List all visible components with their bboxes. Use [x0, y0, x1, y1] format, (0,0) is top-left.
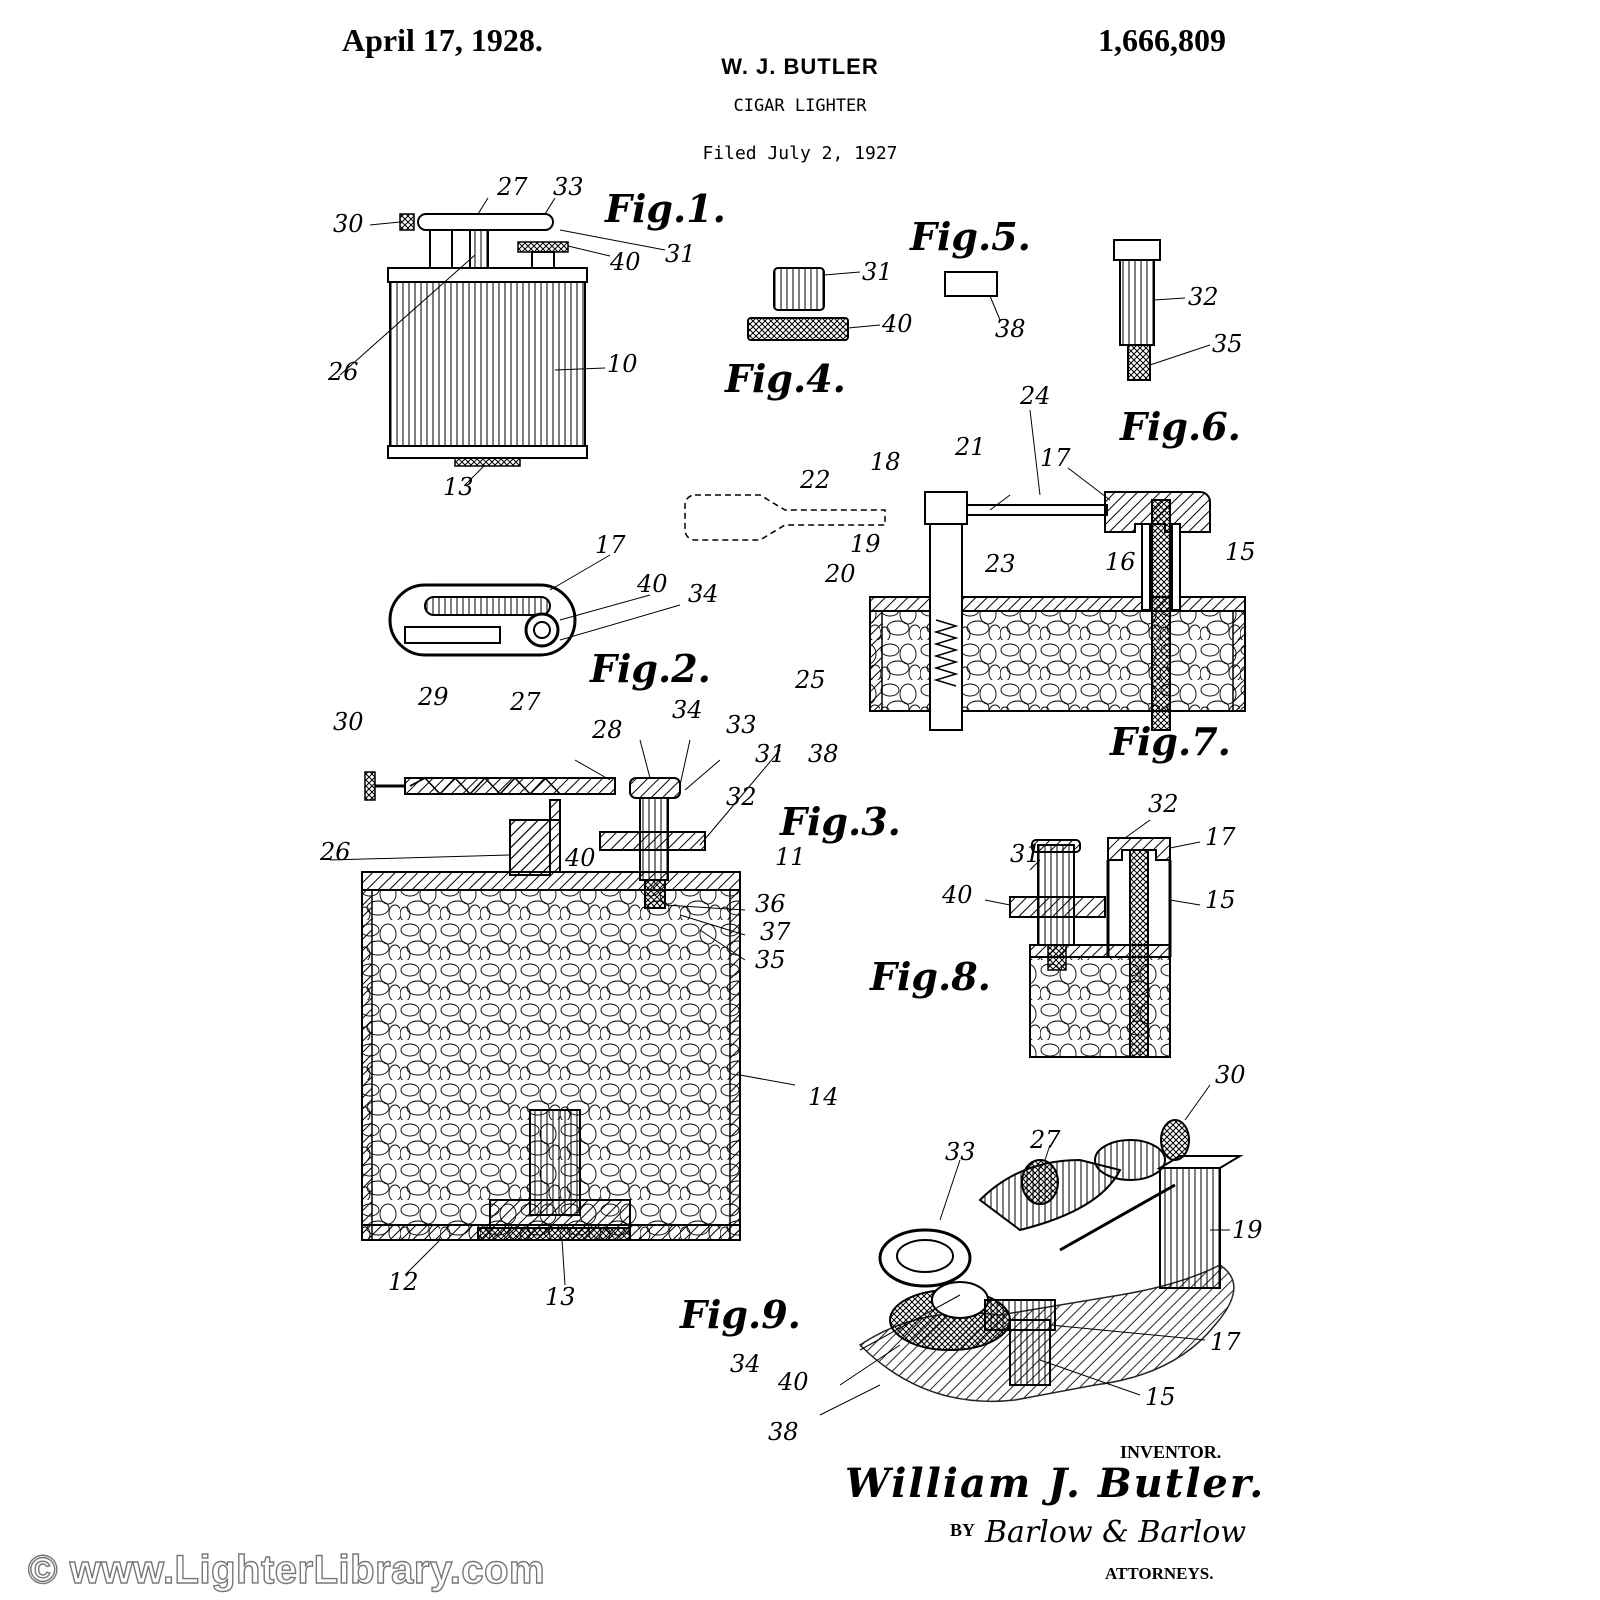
inventor-label: INVENTOR. — [1120, 1442, 1222, 1462]
ref-14-fig3: 14 — [808, 1083, 839, 1111]
ref-31-fig8: 31 — [1010, 840, 1041, 868]
ref-10-fig1: 10 — [607, 350, 638, 378]
ref-31-fig4: 31 — [862, 258, 893, 286]
fig5-drawing — [944, 271, 1001, 321]
fig4-drawing — [747, 267, 881, 341]
fig3-drawing — [329, 739, 796, 1286]
ref-40-fig3: 40 — [564, 844, 596, 872]
ref-32-fig3: 32 — [726, 783, 757, 811]
ref-31-fig3: 31 — [755, 740, 786, 768]
ref-35-fig3: 35 — [755, 946, 786, 974]
ref-33-fig3: 33 — [726, 711, 757, 739]
ref-29-fig3: 29 — [417, 683, 449, 711]
ref-17-fig2: 17 — [595, 531, 626, 559]
ref-37-fig3: 37 — [760, 918, 791, 946]
fig1-drawing — [339, 197, 666, 486]
ref-27-fig3: 27 — [509, 688, 541, 716]
ref-40-fig8: 40 — [941, 881, 973, 909]
ref-34-fig2: 34 — [688, 580, 719, 608]
ref-18-fig7: 18 — [870, 448, 901, 476]
fig8-drawing — [984, 819, 1201, 1058]
ref-25-fig7: 25 — [794, 666, 826, 694]
fig2-drawing — [388, 554, 681, 657]
by-label: BY — [950, 1520, 976, 1540]
fig6-label: Fig.6. — [1119, 404, 1241, 449]
inventor-name-header: W. J. BUTLER — [721, 54, 879, 79]
ref-11-fig3: 11 — [775, 843, 806, 871]
ref-24-fig7: 24 — [1019, 382, 1051, 410]
fig4-label: Fig.4. — [724, 356, 846, 401]
ref-32-fig6: 32 — [1188, 283, 1219, 311]
patent-title: CIGAR LIGHTER — [733, 96, 867, 116]
ref-35-fig6: 35 — [1212, 330, 1243, 358]
ref-26-fig3: 26 — [319, 838, 351, 866]
ref-17-fig8: 17 — [1205, 823, 1236, 851]
ref-15-fig7: 15 — [1225, 538, 1256, 566]
ref-40-fig9: 40 — [777, 1368, 809, 1396]
ref-40-fig2: 40 — [636, 570, 668, 598]
ref-30-fig1: 30 — [333, 210, 364, 238]
ref-17-fig9: 17 — [1210, 1328, 1241, 1356]
ref-33-fig9: 33 — [945, 1138, 976, 1166]
fig3-label: Fig.3. — [779, 799, 901, 844]
ref-13-fig1: 13 — [443, 473, 474, 501]
fig7-drawing — [684, 409, 1246, 731]
ref-38-fig9: 38 — [768, 1418, 799, 1446]
ref-38-fig5: 38 — [995, 315, 1026, 343]
ref-34-fig3: 34 — [672, 696, 703, 724]
ref-40-fig4: 40 — [881, 310, 913, 338]
fig2-label: Fig.2. — [589, 646, 711, 691]
ref-15-fig8: 15 — [1205, 886, 1236, 914]
patent-date: April 17, 1928. — [342, 22, 543, 58]
watermark-text: © www.LighterLibrary.com — [27, 1547, 546, 1592]
ref-23-fig7: 23 — [984, 550, 1016, 578]
attorneys-label: ATTORNEYS. — [1105, 1564, 1214, 1583]
ref-13-fig3: 13 — [545, 1283, 576, 1311]
ref-20-fig7: 20 — [824, 560, 856, 588]
ref-27-fig9: 27 — [1029, 1126, 1061, 1154]
ref-32-fig8: 32 — [1148, 790, 1179, 818]
fig6-drawing — [1113, 239, 1211, 381]
ref-38-fig3: 38 — [808, 740, 839, 768]
ref-27-fig1: 27 — [496, 173, 528, 201]
ref-15-fig9: 15 — [1145, 1383, 1176, 1411]
ref-17-fig7: 17 — [1040, 444, 1071, 472]
ref-21-fig7: 21 — [954, 433, 986, 461]
fig8-label: Fig.8. — [869, 954, 991, 999]
inventor-signature: William J. Butler. — [845, 1460, 1266, 1507]
ref-16-fig7: 16 — [1105, 548, 1136, 576]
ref-28-fig3: 28 — [591, 716, 623, 744]
fig9-label: Fig.9. — [679, 1292, 801, 1337]
ref-19-fig7: 19 — [850, 530, 881, 558]
filed-date: Filed July 2, 1927 — [702, 143, 898, 164]
attorney-signature: Barlow & Barlow — [985, 1515, 1246, 1550]
ref-22-fig7: 22 — [799, 466, 831, 494]
patent-number: 1,666,809 — [1098, 22, 1226, 58]
fig5-label: Fig.5. — [909, 214, 1031, 259]
ref-36-fig3: 36 — [755, 890, 786, 918]
ref-34-fig9: 34 — [730, 1350, 761, 1378]
ref-12-fig3: 12 — [388, 1268, 419, 1296]
fig1-label: Fig.1. — [604, 186, 726, 231]
fig7-label: Fig.7. — [1109, 719, 1231, 764]
ref-40-fig1: 40 — [609, 248, 641, 276]
fig9-drawing — [819, 1084, 1244, 1416]
ref-33-fig1: 33 — [553, 173, 584, 201]
ref-19-fig9: 19 — [1232, 1216, 1263, 1244]
ref-30-fig9: 30 — [1215, 1061, 1246, 1089]
ref-30-fig3: 30 — [333, 708, 364, 736]
ref-31-fig1: 31 — [665, 240, 696, 268]
ref-26-fig1: 26 — [327, 358, 359, 386]
